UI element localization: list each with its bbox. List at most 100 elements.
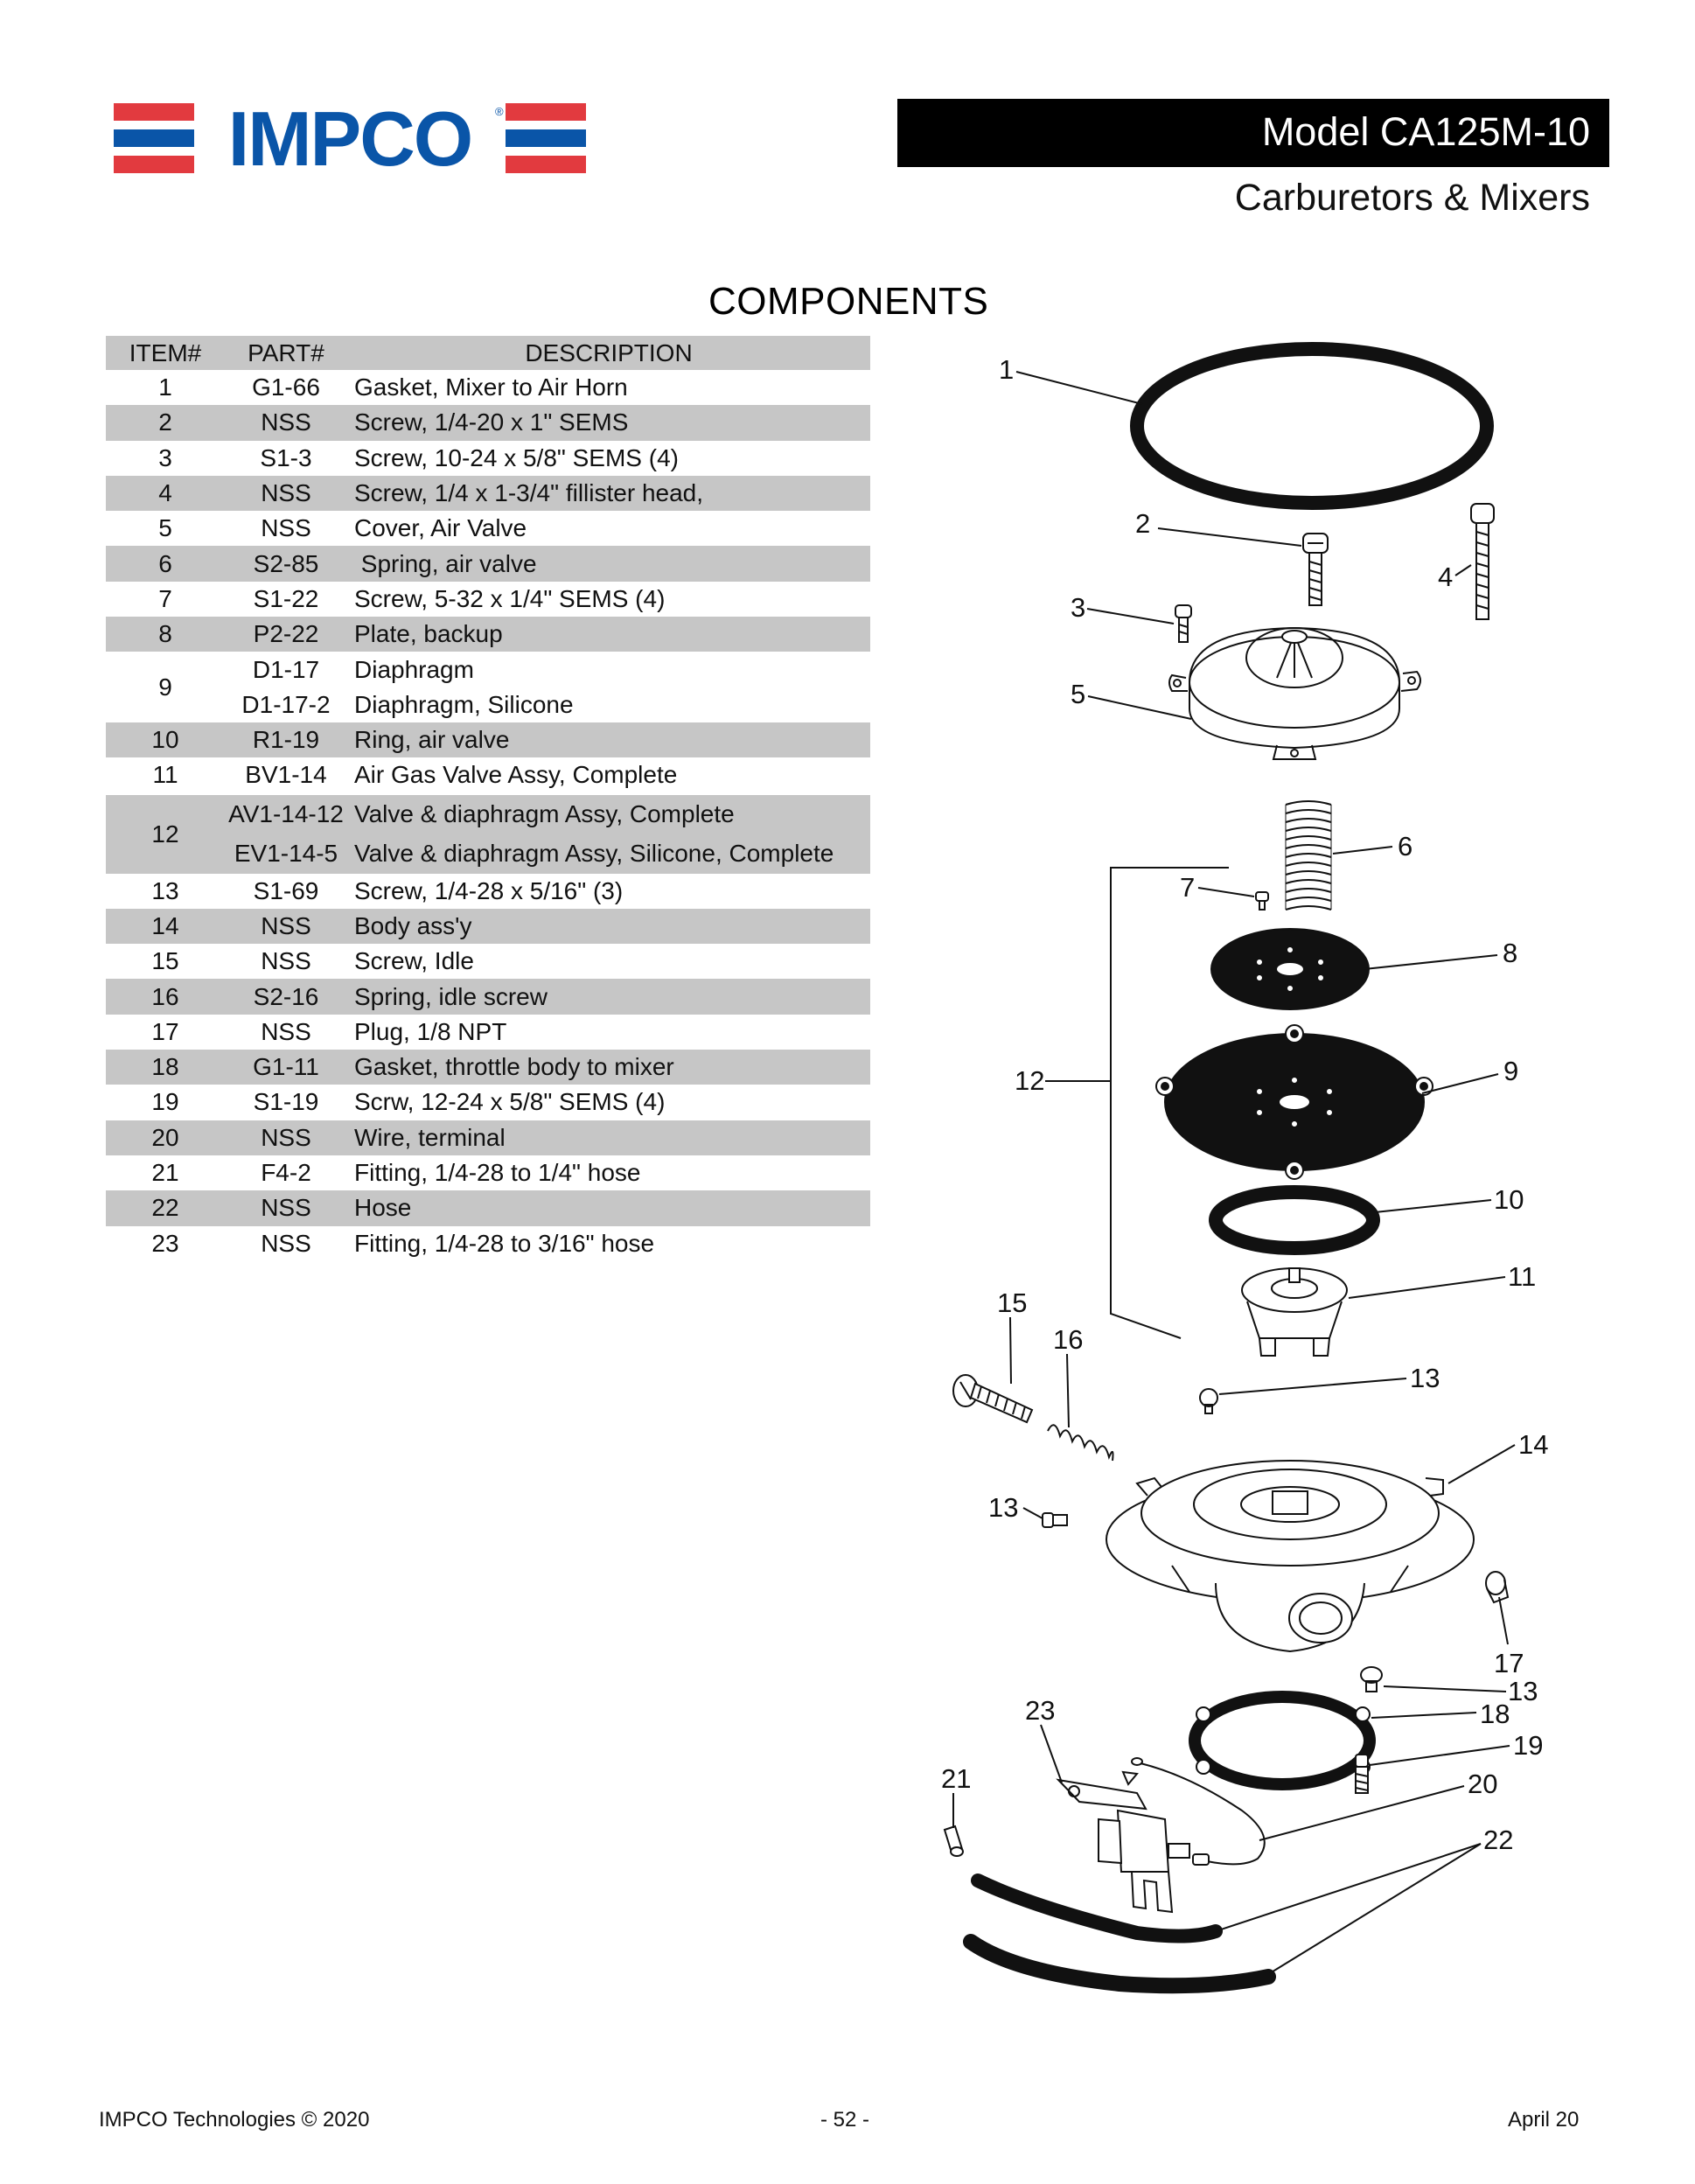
callout-labels: 1 2 3 4 5 6 7 8 9 12 10 11 15 16 13 14 1… <box>941 354 1548 1855</box>
part-idle-spring <box>1047 1424 1114 1462</box>
item-cell: 13 <box>151 876 179 904</box>
callout-6: 6 <box>1398 831 1412 862</box>
item-cell: 2 <box>106 405 225 441</box>
part-screw-3 <box>1175 604 1192 643</box>
impco-logo: IMPCO ® <box>114 103 586 173</box>
part-screw-4 <box>1470 503 1495 620</box>
part-screw-7 <box>1255 891 1269 911</box>
callout-13: 13 <box>1508 1676 1538 1706</box>
part-gasket-ring <box>1130 342 1494 510</box>
description-cell: Gasket, Mixer to Air Horn <box>354 373 628 401</box>
part-screw-13c <box>1360 1666 1383 1692</box>
item-cell: 15 <box>151 947 179 975</box>
callout-9: 9 <box>1503 1056 1518 1086</box>
callout-5: 5 <box>1071 679 1085 709</box>
part-cell: NSS <box>225 1120 347 1155</box>
part-cell: G1-11 <box>225 1050 347 1085</box>
leader-lines <box>952 371 1516 1974</box>
table-row: 7 S1-22 Screw, 5-32 x 1/4" SEMS (4) <box>106 582 870 617</box>
table-row: EV1-14-5 Valve & diaphragm Assy, Silicon… <box>106 834 870 874</box>
model-title: Model CA125M-10 <box>1261 109 1590 154</box>
part-air-gas-valve <box>1241 1267 1348 1357</box>
callout-15: 15 <box>997 1287 1027 1318</box>
part-cell: NSS <box>225 1190 347 1226</box>
part-cell: BV1-14 <box>245 761 327 789</box>
part-air-valve-cover <box>1168 626 1421 760</box>
part-screw-13b <box>1042 1512 1068 1528</box>
part-cell: S1-69 <box>253 876 319 904</box>
callout-19: 19 <box>1513 1730 1543 1761</box>
table-row: 11 BV1-14 Air Gas Valve Assy, Complete <box>106 757 870 793</box>
item-cell: 18 <box>106 1050 225 1085</box>
callout-21: 21 <box>941 1763 971 1794</box>
callout-12: 12 <box>1015 1065 1044 1096</box>
part-cell: AV1-14-12 <box>225 792 347 834</box>
description-cell: Hose <box>347 1190 870 1226</box>
logo-stripes-right <box>506 103 586 173</box>
part-cell: S1-22 <box>253 584 319 612</box>
part-cell: D1-17-2 <box>241 690 331 718</box>
table-row: 3 S1-3 Screw, 10-24 x 5/8" SEMS (4) <box>106 441 870 476</box>
item-cell: 19 <box>151 1088 179 1116</box>
part-screw-19 <box>1355 1754 1369 1794</box>
item-cell: 14 <box>106 908 225 945</box>
table-row: D1-17-2 Diaphragm, Silicone <box>106 687 870 722</box>
item-cell: 22 <box>106 1190 225 1226</box>
description-cell: Scrw, 12-24 x 5/8" SEMS (4) <box>354 1088 666 1116</box>
description-cell: Diaphragm <box>354 655 474 683</box>
callout-13: 13 <box>1410 1363 1440 1393</box>
callout-7: 7 <box>1180 872 1195 903</box>
callout-10: 10 <box>1494 1184 1524 1215</box>
part-cell: S2-85 <box>225 546 347 582</box>
part-cell: NSS <box>261 514 311 542</box>
description-cell: Screw, Idle <box>354 947 474 975</box>
part-cell: NSS <box>261 947 311 975</box>
part-cell: NSS <box>261 1229 311 1257</box>
item-cell: 11 <box>152 761 178 789</box>
footer-page-number: - 52 - <box>820 2108 870 2132</box>
table-row: 9 D1-17 Diaphragm <box>106 652 870 701</box>
part-cell: S2-16 <box>225 979 347 1015</box>
item-cell: 1 <box>158 373 172 401</box>
header-part: PART# <box>225 336 347 370</box>
part-air-valve-spring <box>1285 800 1332 911</box>
description-cell: Wire, terminal <box>347 1120 870 1155</box>
part-air-valve-ring <box>1209 1185 1380 1255</box>
callout-3: 3 <box>1071 592 1085 623</box>
part-cell: NSS <box>225 908 347 945</box>
logo-wordmark: IMPCO <box>228 103 471 173</box>
description-cell: Cover, Air Valve <box>354 514 527 542</box>
callout-17: 17 <box>1494 1648 1524 1678</box>
part-hoses <box>963 1873 1276 1994</box>
part-cell: D1-17 <box>252 655 320 683</box>
description-cell: Spring, air valve <box>347 546 870 582</box>
part-cell: EV1-14-5 <box>225 834 347 874</box>
table-row: 8 P2-22 Plate, backup <box>106 617 870 652</box>
callout-20: 20 <box>1468 1769 1497 1799</box>
footer-date: April 20 <box>1508 2108 1580 2132</box>
part-screw-13a <box>1199 1388 1218 1414</box>
part-backup-plate <box>1210 928 1370 1010</box>
table-row: 19 S1-19 Scrw, 12-24 x 5/8" SEMS (4) <box>106 1085 870 1120</box>
callout-16: 16 <box>1053 1324 1083 1355</box>
table-row: 1 G1-66 Gasket, Mixer to Air Horn <box>106 370 870 405</box>
callout-4: 4 <box>1438 562 1453 592</box>
model-banner: Model CA125M-10 <box>897 99 1609 167</box>
header-description: DESCRIPTION <box>347 336 870 370</box>
table-row: 23 NSS Fitting, 1/4-28 to 3/16" hose <box>106 1226 870 1261</box>
part-throttle-gasket <box>1189 1691 1376 1790</box>
description-cell: Screw, 5-32 x 1/4" SEMS (4) <box>354 584 666 612</box>
part-solenoid-bracket <box>1056 1770 1190 1914</box>
table-row: 17 NSS Plug, 1/8 NPT <box>106 1015 870 1050</box>
table-row: 10 R1-19 Ring, air valve <box>106 722 870 758</box>
description-cell: Air Gas Valve Assy, Complete <box>354 761 678 789</box>
callout-22: 22 <box>1483 1825 1513 1855</box>
description-cell: Valve & diaphragm Assy, Complete <box>347 792 870 834</box>
table-row: 14 NSS Body ass'y <box>106 908 870 945</box>
item-cell: 16 <box>106 979 225 1015</box>
description-cell: Ring, air valve <box>347 722 870 758</box>
part-fitting-21 <box>943 1825 964 1857</box>
item-cell: 17 <box>151 1017 179 1045</box>
description-cell: Screw, 1/4 x 1-3/4" fillister head, <box>347 475 870 512</box>
callout-2: 2 <box>1135 508 1150 539</box>
